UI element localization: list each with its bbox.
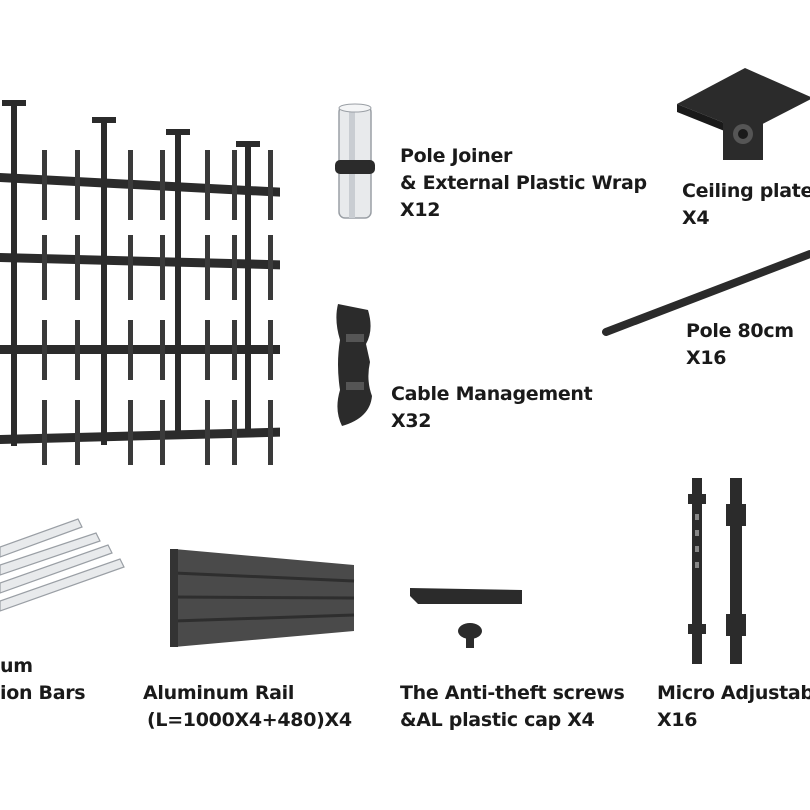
cable-management-image [336,304,372,426]
connection-bars-label: um ion Bars [0,653,86,707]
aluminum-rail-line-1: Aluminum Rail [143,682,295,704]
pole-image [602,250,810,336]
cable-management-line-1: Cable Management [391,383,593,405]
pole-label: Pole 80cm X16 [686,318,794,372]
cable-management-label: Cable Management X32 [391,381,593,435]
pole-joiner-line-1: Pole Joiner [400,145,513,167]
ceiling-plate-line-2: X4 [682,207,710,229]
video-wall-mount-image [0,100,280,465]
pole-joiner-image [335,103,375,219]
connection-bars-image [0,518,125,612]
ceiling-plate-label: Ceiling plate X4 [682,178,810,232]
pole-joiner-label: Pole Joiner & External Plastic Wrap X12 [400,143,647,224]
ceiling-plate-line-1: Ceiling plate [682,180,810,202]
connection-bars-line-1: um [0,655,33,677]
aluminum-rail-label: Aluminum Rail (L=1000X4+480)X4 [143,680,352,734]
aluminum-rail-image [170,549,355,647]
aluminum-rail-line-2: (L=1000X4+480)X4 [147,709,352,731]
pole-line-1: Pole 80cm [686,320,794,342]
cable-management-line-2: X32 [391,410,432,432]
pole-line-2: X16 [686,347,727,369]
micro-adjustable-line-2: X16 [657,709,698,731]
anti-theft-line-2: &AL plastic cap X4 [400,709,595,731]
micro-adjustable-line-1: Micro Adjustabl [657,682,810,704]
anti-theft-label: The Anti-theft screws &AL plastic cap X4 [400,680,625,734]
pole-joiner-line-3: X12 [400,199,441,221]
anti-theft-line-1: The Anti-theft screws [400,682,625,704]
pole-joiner-line-2: & External Plastic Wrap [400,172,647,194]
micro-adjustable-image [688,478,746,664]
connection-bars-line-2: ion Bars [0,682,86,704]
micro-adjustable-label: Micro Adjustabl X16 [657,680,810,734]
anti-theft-image [410,588,522,648]
ceiling-plate-image [677,68,810,160]
